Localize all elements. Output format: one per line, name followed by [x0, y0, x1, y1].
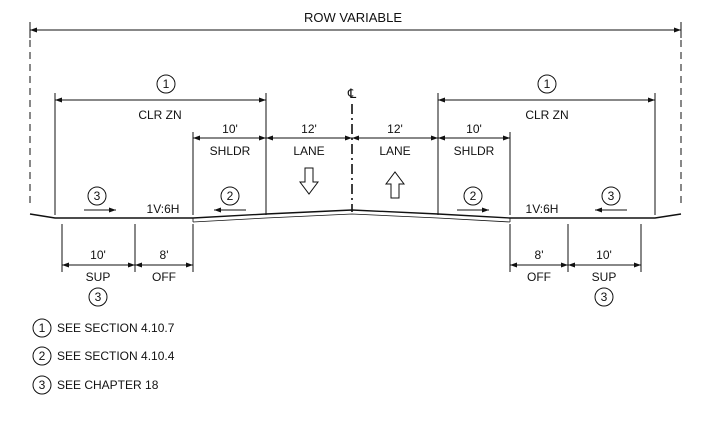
bottom-dimensions-left: 10' SUP 8' OFF 3	[61, 224, 194, 307]
note-1-number: 1	[39, 321, 46, 335]
note-3-number: 3	[39, 378, 46, 392]
note-ref-3-bottom-left: 3	[95, 290, 102, 304]
lane-dimensions: 10' SHLDR 12' LANE 12' LANE 10' SHLDR	[192, 122, 511, 215]
clear-zone-left-label: CLR ZN	[138, 108, 181, 122]
lane-right-label: LANE	[379, 144, 410, 158]
clear-zone-left: 1 CLR ZN	[54, 74, 267, 215]
shoulder-right-label: SHLDR	[454, 144, 495, 158]
slope-ref-sup-left: 3	[84, 186, 116, 213]
note-3: 3 SEE CHAPTER 18	[32, 375, 159, 395]
notes-legend: 1 SEE SECTION 4.10.7 2 SEE SECTION 4.10.…	[32, 318, 175, 395]
note-2: 2 SEE SECTION 4.10.4	[32, 346, 175, 366]
note-ref-3-sup-left: 3	[94, 189, 101, 203]
offset-right-label: OFF	[527, 270, 551, 284]
note-ref-2-shoulder-right: 2	[470, 189, 477, 203]
sup-right-width: 10'	[596, 248, 612, 262]
note-ref-3-sup-right: 3	[608, 189, 615, 203]
note-3-text: SEE CHAPTER 18	[57, 378, 159, 392]
clear-zone-right: 1 CLR ZN	[437, 74, 656, 215]
note-1: 1 SEE SECTION 4.10.7	[32, 318, 175, 338]
offset-left-width: 8'	[160, 248, 169, 262]
centerline: ℄	[347, 86, 357, 212]
sup-left-width: 10'	[90, 248, 106, 262]
note-ref-1-left: 1	[163, 77, 170, 91]
offset-right-width: 8'	[535, 248, 544, 262]
offset-left-label: OFF	[152, 270, 176, 284]
note-2-number: 2	[39, 349, 46, 363]
slope-right-label: 1V:6H	[526, 202, 559, 216]
bottom-dimensions-right: 8' OFF 10' SUP 3	[509, 224, 642, 307]
lane-left-label: LANE	[293, 144, 324, 158]
shoulder-right-width: 10'	[466, 122, 482, 136]
roadway-profile	[29, 209, 682, 223]
note-1-text: SEE SECTION 4.10.7	[57, 321, 175, 335]
clear-zone-right-label: CLR ZN	[525, 108, 568, 122]
down-arrow-icon	[299, 167, 319, 195]
shoulder-left-width: 10'	[222, 122, 238, 136]
sup-left-label: SUP	[86, 270, 111, 284]
note-2-text: SEE SECTION 4.10.4	[57, 349, 175, 363]
slope-ref-sup-right: 3	[595, 186, 627, 213]
sup-right-label: SUP	[592, 270, 617, 284]
slope-ref-shoulder-left: 2	[214, 186, 246, 213]
up-arrow-icon	[385, 171, 405, 199]
row-dimension: ROW VARIABLE	[29, 8, 682, 38]
note-ref-1-right: 1	[544, 77, 551, 91]
row-variable-label: ROW VARIABLE	[304, 10, 402, 25]
note-ref-2-shoulder-left: 2	[227, 189, 234, 203]
centerline-symbol: ℄	[347, 86, 357, 101]
lane-left-width: 12'	[301, 122, 317, 136]
slope-ref-shoulder-right: 2	[457, 186, 489, 213]
slope-left-label: 1V:6H	[147, 202, 180, 216]
lane-right-width: 12'	[387, 122, 403, 136]
note-ref-3-bottom-right: 3	[601, 290, 608, 304]
shoulder-left-label: SHLDR	[210, 144, 251, 158]
